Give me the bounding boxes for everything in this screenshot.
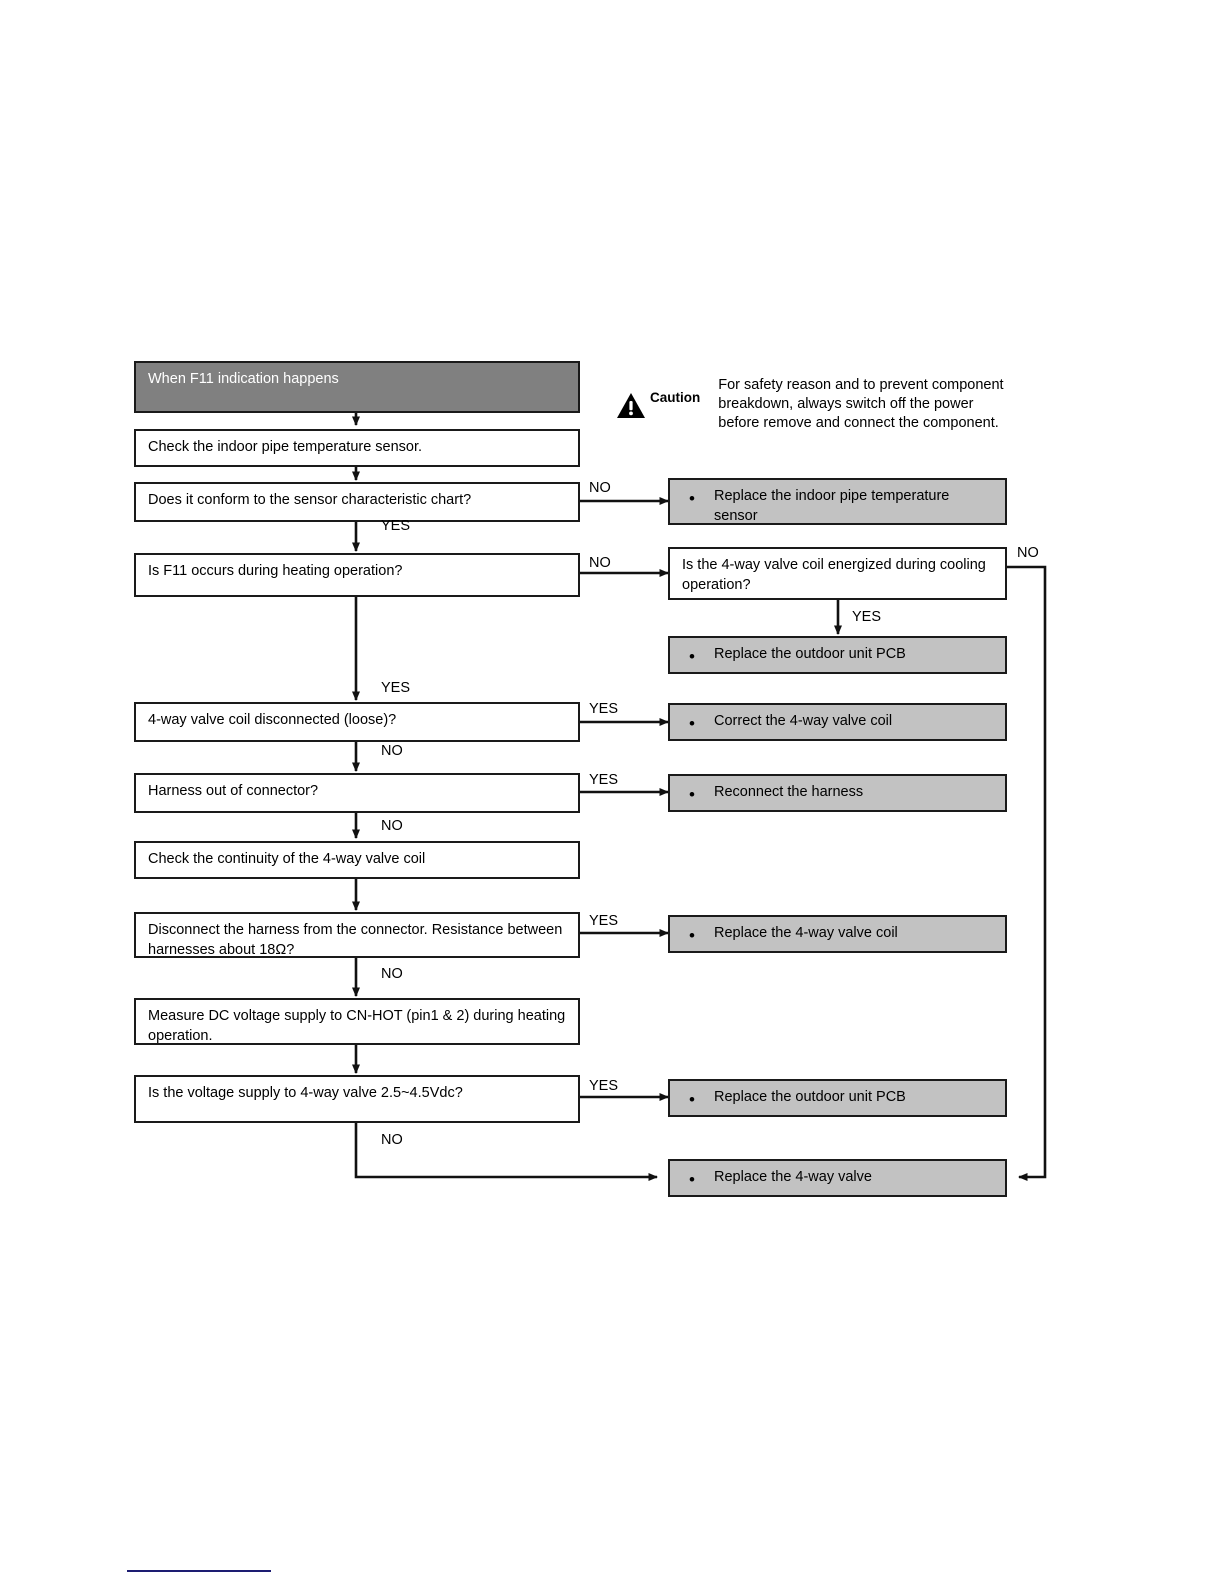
edge-label-no-voltage: NO: [381, 1132, 403, 1148]
node-replace-4way-valve: • Replace the 4-way valve: [668, 1159, 1007, 1197]
node-replace-outdoor-pcb-2-text: Replace the outdoor unit PCB: [714, 1089, 906, 1105]
bullet-icon: •: [689, 785, 695, 804]
node-harness-out-connector: Harness out of connector?: [134, 773, 580, 813]
edge-label-yes-coil-loose: YES: [589, 701, 619, 717]
edge-label-yes-voltage: YES: [589, 1078, 619, 1094]
node-conform-chart-text: Does it conform to the sensor characteri…: [148, 492, 472, 508]
node-check-sensor: Check the indoor pipe temperature sensor…: [134, 429, 580, 467]
caution-label: Caution: [650, 390, 701, 405]
edge-label-no-f11-heating: NO: [589, 555, 611, 571]
edge-label-yes-energized: YES: [852, 609, 882, 625]
node-4way-coil-disconnected-text: 4-way valve coil disconnected (loose)?: [148, 712, 397, 728]
node-check-continuity: Check the continuity of the 4-way valve …: [134, 841, 580, 879]
edge-label-no-conform: NO: [589, 480, 611, 496]
node-harness-out-connector-text: Harness out of connector?: [148, 783, 319, 799]
footer-rule: [127, 1570, 271, 1572]
node-header-f11-text: When F11 indication happens: [148, 371, 339, 387]
node-4way-coil-disconnected: 4-way valve coil disconnected (loose)?: [134, 702, 580, 742]
edge-label-yes-conform: YES: [381, 518, 411, 534]
node-replace-indoor-pipe-sensor: • Replace the indoor pipe temperature se…: [668, 478, 1007, 525]
edge-label-no-harness-out: NO: [381, 818, 403, 834]
edge-label-yes-harness-out: YES: [589, 772, 619, 788]
bullet-icon: •: [689, 714, 695, 733]
node-replace-4way-valve-coil-text: Replace the 4-way valve coil: [714, 925, 898, 941]
node-voltage-supply-range: Is the voltage supply to 4-way valve 2.5…: [134, 1075, 580, 1123]
node-reconnect-harness-text: Reconnect the harness: [714, 784, 864, 800]
node-4way-energized-cooling-text: Is the 4-way valve coil energized during…: [682, 557, 986, 593]
node-replace-outdoor-pcb-1: • Replace the outdoor unit PCB: [668, 636, 1007, 674]
node-check-continuity-text: Check the continuity of the 4-way valve …: [148, 851, 426, 867]
edge-label-no-resistance: NO: [381, 966, 403, 982]
node-replace-4way-valve-coil: • Replace the 4-way valve coil: [668, 915, 1007, 953]
edge-label-no-energized: NO: [1017, 545, 1039, 561]
caution-text: For safety reason and to prevent compone…: [718, 377, 1004, 432]
node-replace-outdoor-pcb-1-text: Replace the outdoor unit PCB: [714, 646, 906, 662]
node-4way-energized-cooling: Is the 4-way valve coil energized during…: [668, 547, 1007, 600]
caution-block: Caution For safety reason and to prevent…: [616, 376, 1016, 433]
node-conform-chart: Does it conform to the sensor characteri…: [134, 482, 580, 522]
node-replace-indoor-pipe-sensor-text: Replace the indoor pipe temperature sens…: [714, 488, 950, 524]
node-measure-dc-voltage-text: Measure DC voltage supply to CN-HOT (pin…: [148, 1008, 566, 1044]
node-disconnect-harness-resistance-text: Disconnect the harness from the connecto…: [148, 922, 563, 958]
bullet-icon: •: [689, 647, 695, 666]
edge-label-yes-resistance: YES: [589, 913, 619, 929]
node-reconnect-harness: • Reconnect the harness: [668, 774, 1007, 812]
node-replace-4way-valve-text: Replace the 4-way valve: [714, 1169, 872, 1185]
node-disconnect-harness-resistance: Disconnect the harness from the connecto…: [134, 912, 580, 958]
bullet-icon: •: [689, 926, 695, 945]
bullet-icon: •: [689, 1170, 695, 1189]
bullet-icon: •: [689, 1090, 695, 1109]
node-header-f11: When F11 indication happens: [134, 361, 580, 413]
warning-triangle-icon: [616, 376, 646, 420]
node-f11-heating-text: Is F11 occurs during heating operation?: [148, 563, 403, 579]
edge-label-no-coil-loose: NO: [381, 743, 403, 759]
node-f11-heating: Is F11 occurs during heating operation?: [134, 553, 580, 597]
node-check-sensor-text: Check the indoor pipe temperature sensor…: [148, 439, 423, 455]
node-voltage-supply-range-text: Is the voltage supply to 4-way valve 2.5…: [148, 1085, 463, 1101]
node-correct-4way-coil-text: Correct the 4-way valve coil: [714, 713, 893, 729]
node-replace-outdoor-pcb-2: • Replace the outdoor unit PCB: [668, 1079, 1007, 1117]
edge-label-yes-f11-heating: YES: [381, 680, 411, 696]
bullet-icon: •: [689, 489, 695, 508]
node-measure-dc-voltage: Measure DC voltage supply to CN-HOT (pin…: [134, 998, 580, 1045]
node-correct-4way-coil: • Correct the 4-way valve coil: [668, 703, 1007, 741]
